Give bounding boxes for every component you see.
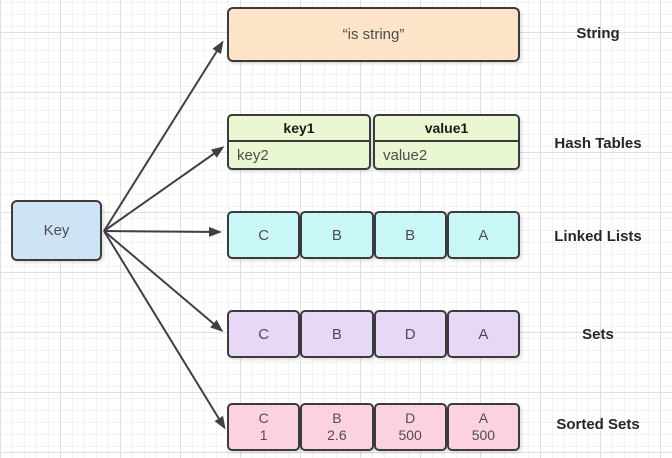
score-text: 500 [398,427,422,443]
cell-text: B [331,226,342,244]
cell-text: B [331,325,342,343]
string-value-box[interactable]: “is string” [227,7,520,62]
set-cell[interactable]: B [300,310,374,358]
hash-key-cell: key2 [237,146,269,164]
hash-table: key1 key2 value1 value2 [227,114,520,170]
hash-key-header: key1 [229,116,369,142]
arrow-key-to-hash[interactable] [103,146,225,232]
sorted-set-cell[interactable]: B 2.6 [300,403,374,451]
member-text: D [405,410,416,426]
label-sorted-sets[interactable]: Sorted Sets [556,416,640,433]
label-sets[interactable]: Sets [582,326,614,343]
sets-row: C B D A [227,310,520,358]
arrow-key-to-linked[interactable] [103,226,222,237]
cell-text: A [478,325,489,343]
linked-list-cell[interactable]: A [446,211,520,259]
string-value-text: “is string” [342,26,405,43]
sorted-set-cell[interactable]: D 500 [373,403,447,451]
cell-text: D [404,325,416,343]
score-text: 2.6 [327,427,347,443]
linked-list-cell[interactable]: C [227,211,301,259]
hash-value-cell: value2 [383,146,428,164]
linked-list-row: C B B A [227,211,520,259]
set-cell[interactable]: C [227,310,301,358]
sorted-sets-row: C 1 B 2.6 D 500 A 500 [227,403,520,451]
set-cell[interactable]: D [373,310,447,358]
key-node-label: Key [43,222,70,239]
cell-text: B [405,226,416,244]
arrow-key-to-string[interactable] [103,40,224,232]
label-linked-lists[interactable]: Linked Lists [554,228,642,245]
linked-list-cell[interactable]: B [373,211,447,259]
arrow-key-to-zset[interactable] [103,230,226,430]
score-text: 1 [259,427,268,443]
linked-list-cell[interactable]: B [300,211,374,259]
cell-text: C [258,226,270,244]
key-node[interactable]: Key [11,200,102,261]
hash-value-column[interactable]: value1 value2 [373,114,520,170]
set-cell[interactable]: A [446,310,520,358]
member-text: A [478,410,489,426]
arrow-key-to-sets[interactable] [103,230,224,332]
score-text: 500 [471,427,496,443]
cell-text: C [258,325,270,343]
sorted-set-cell[interactable]: C 1 [227,403,301,451]
hash-key-column[interactable]: key1 key2 [227,114,371,170]
cell-text: A [478,226,489,244]
hash-value-header: value1 [375,116,518,142]
member-text: C [258,410,269,426]
member-text: B [332,410,342,426]
label-hash-tables[interactable]: Hash Tables [554,135,642,152]
sorted-set-cell[interactable]: A 500 [446,403,520,451]
label-string[interactable]: String [576,25,620,42]
